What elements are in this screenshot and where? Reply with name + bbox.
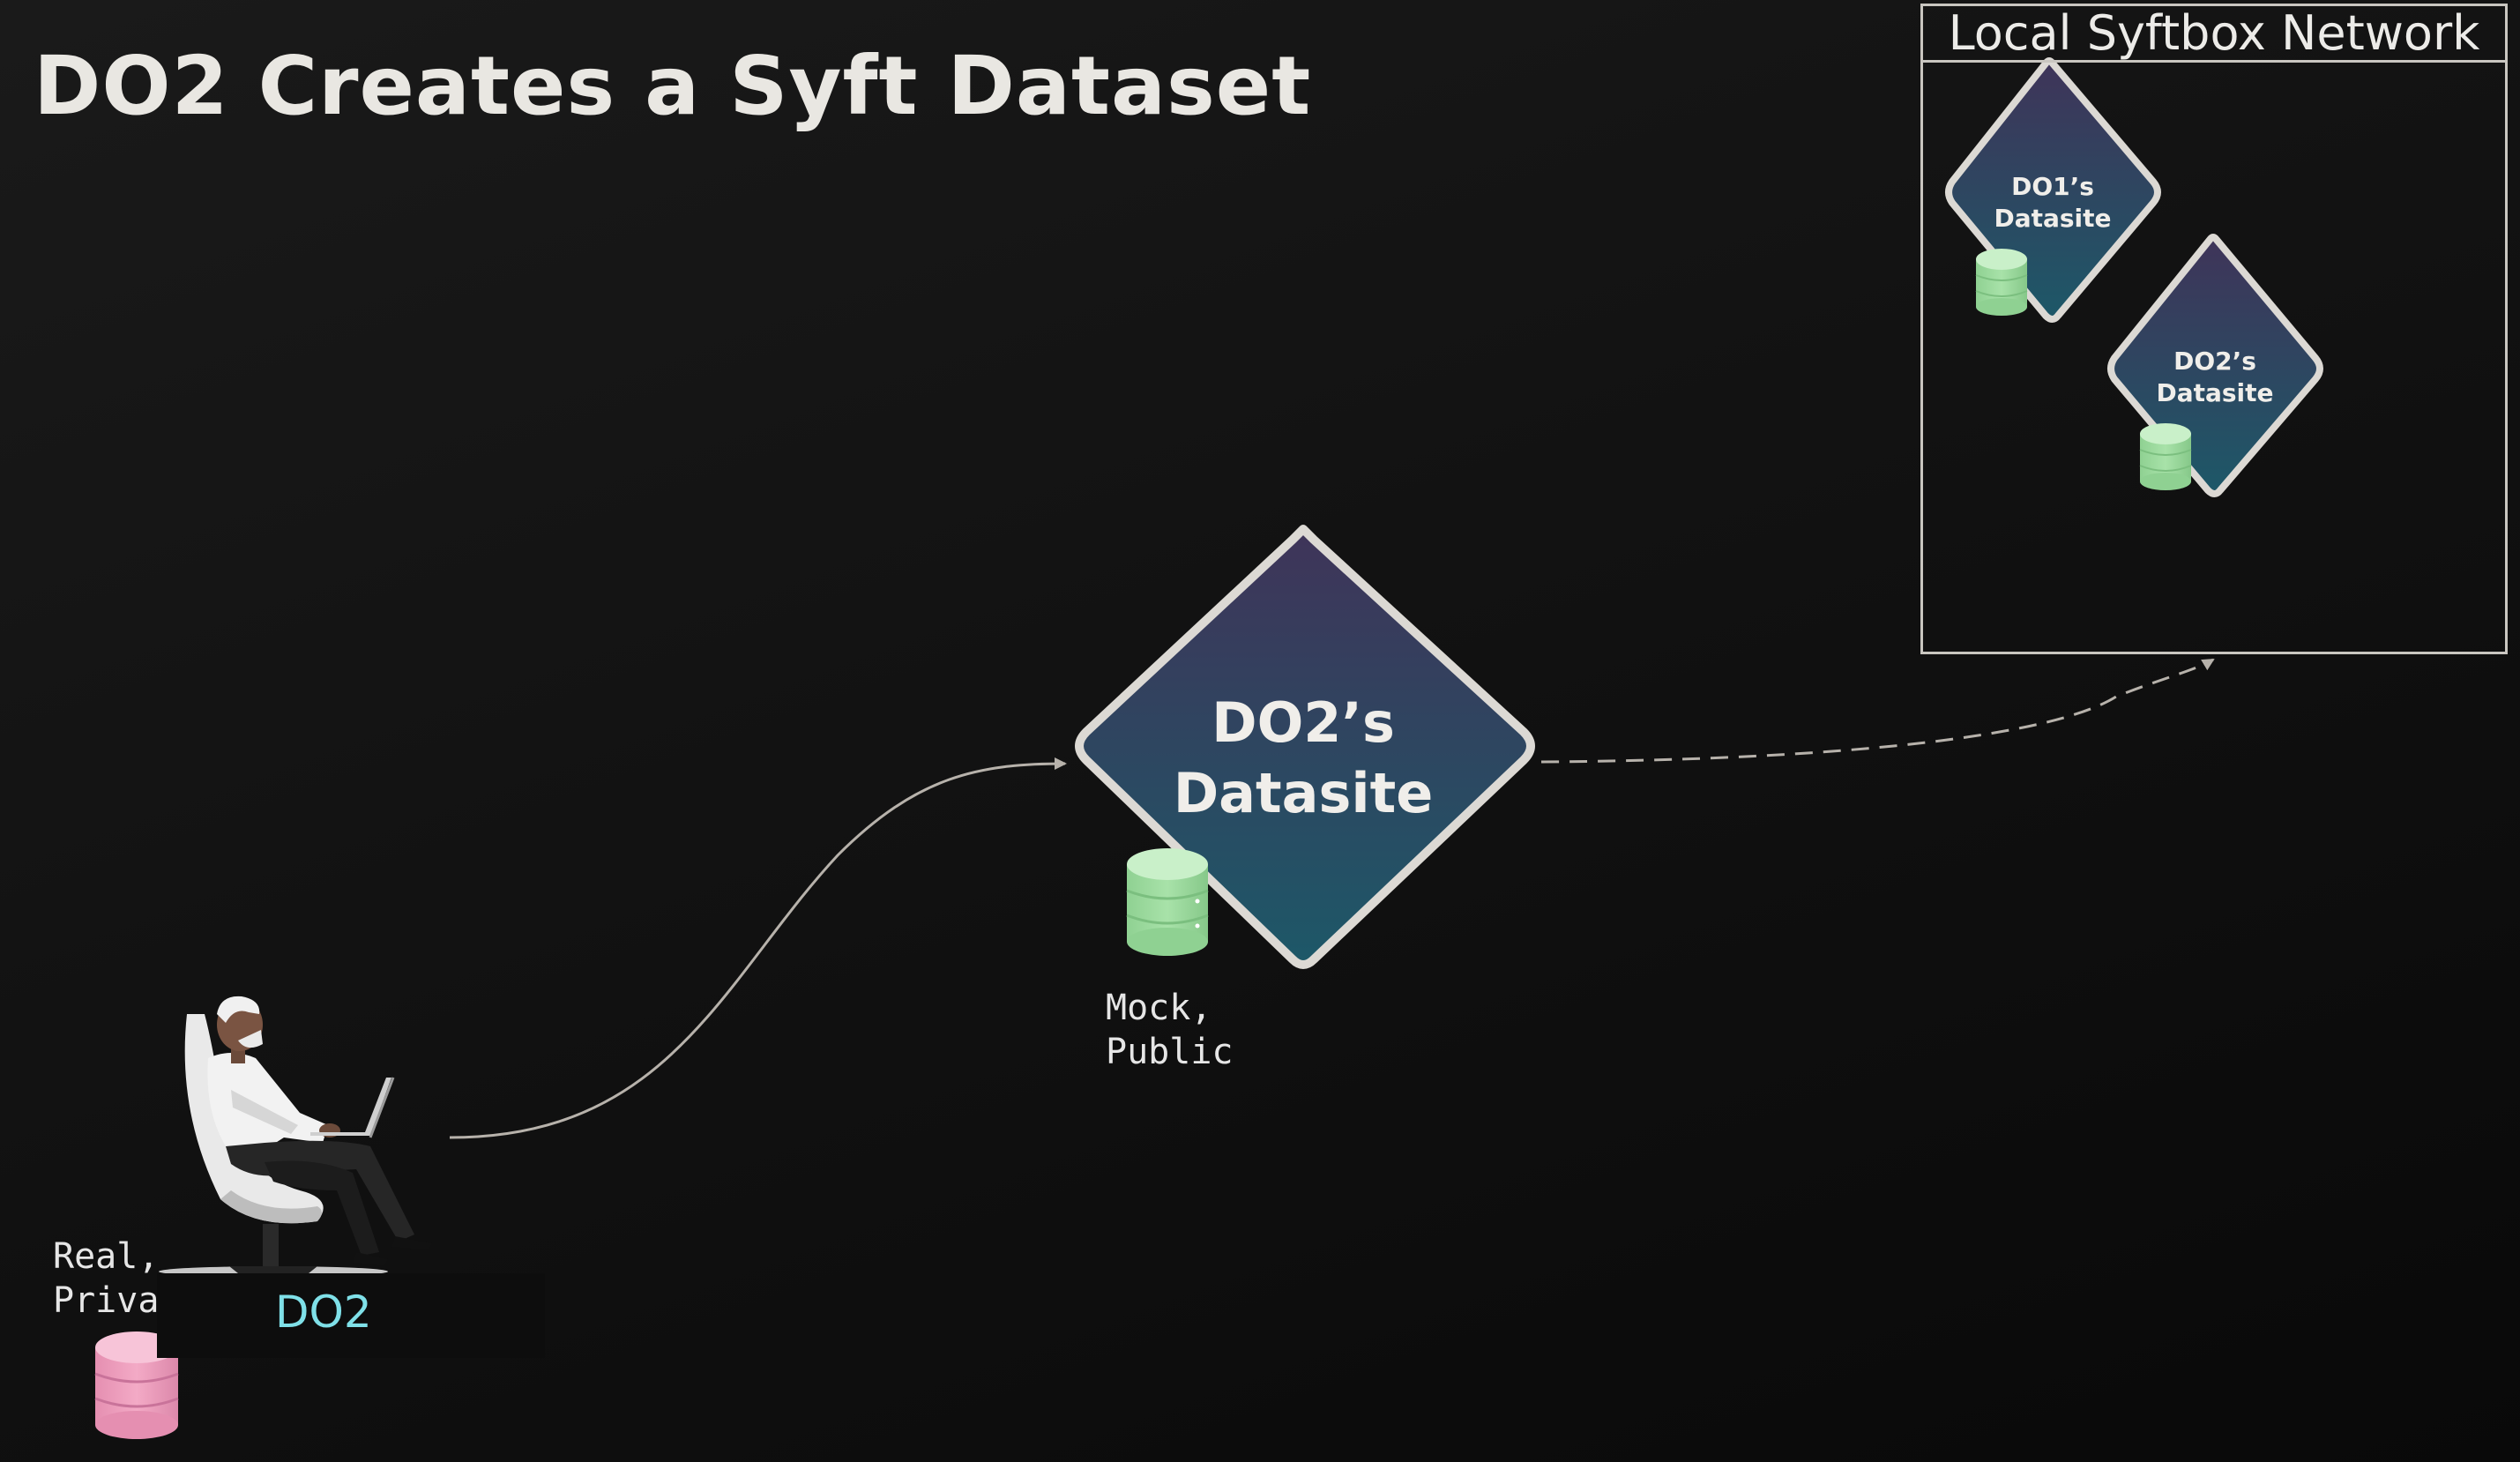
- network-database-icon-do1: [1975, 249, 2028, 316]
- page-title: DO2 Creates a Syft Dataset: [34, 39, 1312, 133]
- main-datasite-label-line2: Datasite: [1173, 761, 1434, 825]
- sync-arrow: [1540, 658, 2215, 764]
- mock-label-line2: Public: [1106, 1032, 1234, 1072]
- network-datasite-label-do1: DO1’s Datasite: [1965, 171, 2141, 235]
- network-datasite-do2-line1: DO2’s: [2173, 347, 2256, 376]
- local-syftbox-network-panel: Local Syftbox Network: [1920, 4, 2508, 654]
- network-database-icon-do2: [2139, 423, 2192, 490]
- network-datasite-label-do2: DO2’s Datasite: [2127, 346, 2303, 409]
- owner-name: DO2: [275, 1287, 372, 1338]
- upload-arrow: [449, 757, 1067, 1139]
- main-datasite-label-line1: DO2’s: [1212, 690, 1395, 755]
- owner-tag-background: [157, 1273, 545, 1358]
- network-datasite-do1-line2: Datasite: [1994, 204, 2112, 233]
- mock-public-label: Mock, Public: [1106, 986, 1234, 1074]
- private-label-line1: Real,: [53, 1236, 160, 1277]
- mock-label-line1: Mock,: [1106, 988, 1212, 1028]
- real-private-label: Real, Private: [53, 1234, 202, 1323]
- network-datasite-do1-line1: DO1’s: [2011, 172, 2094, 201]
- main-datasite-label: DO2’s Datasite: [1127, 688, 1480, 829]
- mock-database-icon: [1126, 848, 1209, 956]
- network-datasite-do2-line2: Datasite: [2156, 378, 2274, 407]
- network-title: Local Syftbox Network: [1923, 6, 2505, 63]
